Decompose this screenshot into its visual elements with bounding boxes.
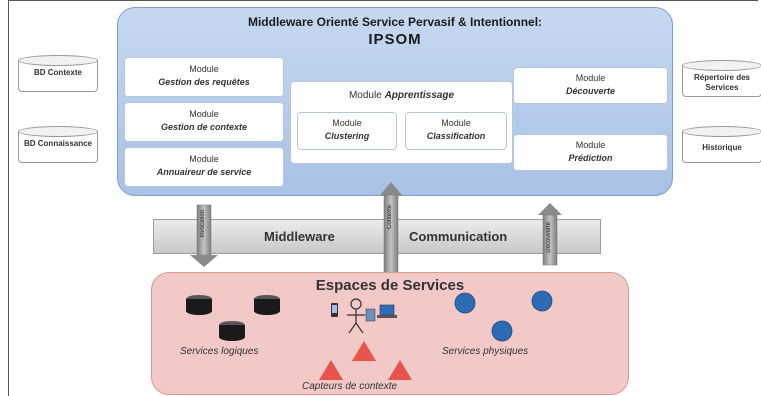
database-label: BD Contexte — [33, 68, 82, 77]
arrow-up-decouverte — [538, 203, 562, 266]
user-icon — [347, 298, 365, 334]
module-gestion-contexte: Module Gestion de contexte — [124, 102, 284, 142]
database-label: Historique — [702, 143, 742, 152]
physical-service-icon — [491, 320, 513, 342]
sensor-icon — [352, 341, 376, 361]
module-decouverte: Module Découverte — [513, 67, 668, 104]
database-label: Répertoire des Services — [693, 73, 751, 92]
frame-top-line — [8, 0, 758, 1]
logical-service-icon — [186, 295, 212, 315]
logical-service-icon — [254, 295, 280, 315]
services-space-graphics — [186, 290, 553, 380]
tablet-icon — [365, 308, 376, 322]
sensor-icon — [319, 360, 343, 380]
module-gestion-requetes: Module Gestion des requêtes — [124, 57, 284, 97]
arrow-label-decouverte: Découverte — [546, 222, 552, 253]
database-bd-connaissance: BD Connaissance — [18, 126, 98, 164]
phone-icon — [331, 303, 338, 317]
sensor-icon — [388, 360, 412, 380]
frame-left-line — [8, 0, 9, 396]
communication-bar: Middleware Communication — [153, 219, 601, 254]
module-clustering: Module Clustering — [297, 112, 397, 150]
module-apprentissage: Module Apprentissage Module Clustering M… — [290, 81, 513, 164]
ipsom-title: Middleware Orienté Service Pervasif & In… — [247, 15, 543, 29]
database-historique: Historique — [682, 126, 761, 164]
services-space-title: Espaces de Services — [315, 277, 465, 294]
arrow-down-invocation — [190, 204, 218, 267]
arrow-label-contexte: Contexte — [387, 205, 393, 230]
database-label: BD Connaissance — [23, 139, 93, 148]
module-annuaireur-service: Module Annuaireur de service — [124, 147, 284, 187]
sensors-label: Capteurs de contexte — [302, 381, 398, 392]
services-space-box: Espaces de Services — [151, 272, 629, 395]
module-prediction: Module Prédiction — [513, 134, 668, 171]
logical-service-icon — [219, 321, 245, 341]
laptop-icon — [377, 304, 397, 318]
communication-label-right: Communication — [409, 229, 508, 244]
module-classification: Module Classification — [405, 112, 507, 150]
physical-services-label: Services physiques — [442, 346, 529, 357]
physical-service-icon — [454, 292, 476, 314]
physical-service-icon — [531, 290, 553, 312]
arrow-label-invocation: Invocation — [200, 210, 206, 238]
logical-services-label: Services logiques — [180, 346, 259, 357]
database-bd-contexte: BD Contexte — [18, 55, 98, 93]
ipsom-middleware-box: Middleware Orienté Service Pervasif & In… — [117, 7, 673, 196]
database-repertoire-services: Répertoire des Services — [682, 60, 761, 98]
ipsom-subtitle: IPSOM — [368, 31, 422, 48]
communication-label-left: Middleware — [264, 229, 335, 244]
